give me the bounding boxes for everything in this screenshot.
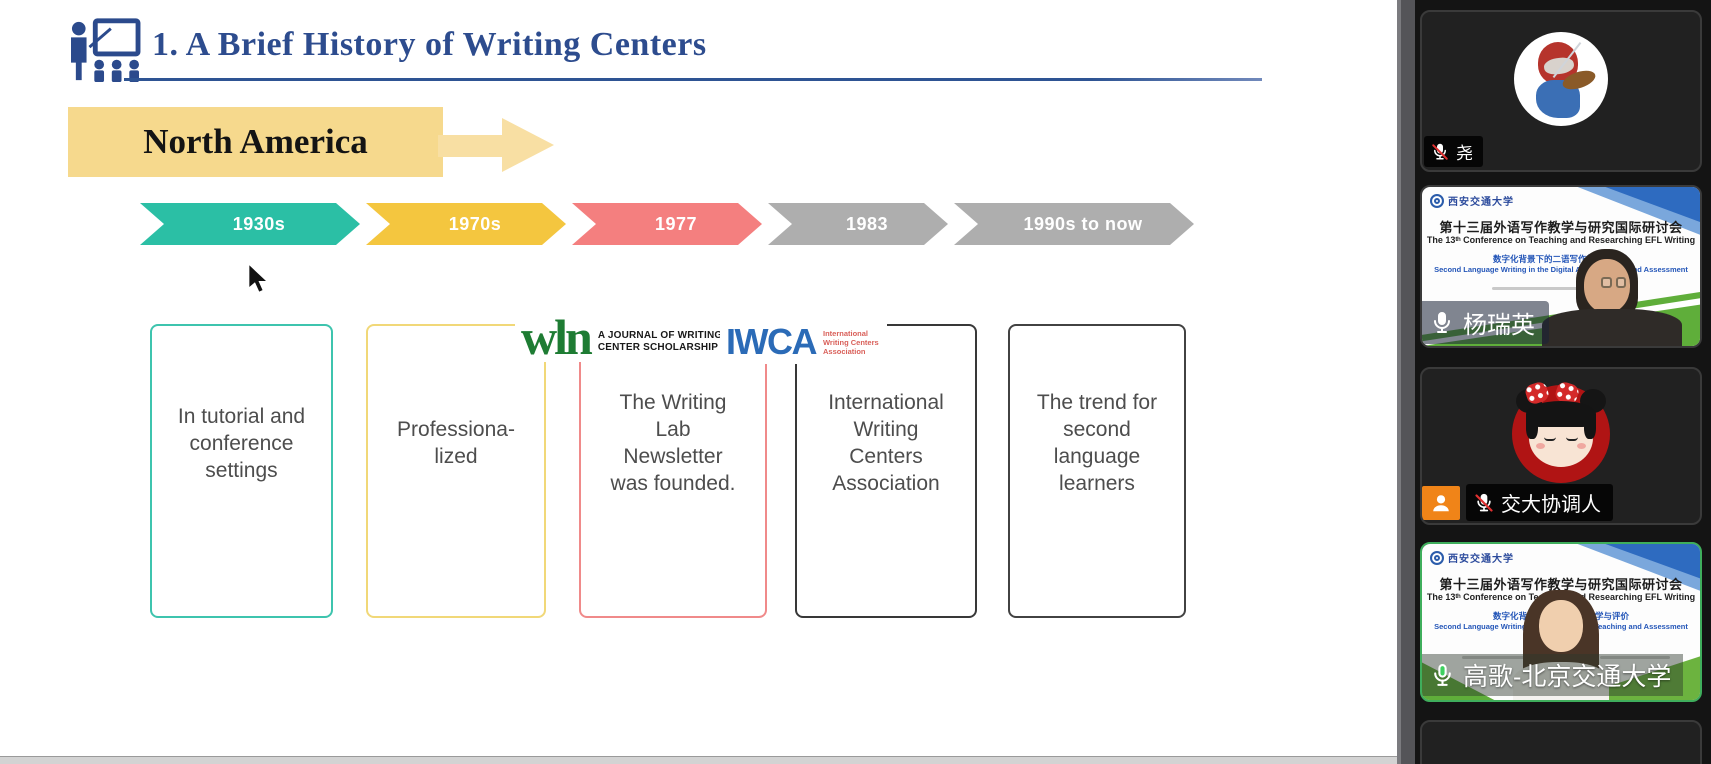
- iwca-caption-line: Writing Centers: [822, 337, 879, 347]
- box-text-line: was founded.: [610, 472, 736, 495]
- participant-name-label: 高歌-北京交通大学: [1422, 654, 1684, 696]
- participant-name: 交大协调人: [1501, 494, 1601, 516]
- mouse-cursor: [248, 264, 269, 294]
- conference-slide-thumbnail: 西安交通大学 第十三届外语写作教学与研究国际研讨会 The 13ᵗʰ Confe…: [1422, 544, 1700, 700]
- box-text-line: second: [1063, 418, 1131, 441]
- university-name: 西安交通大学: [1448, 197, 1514, 208]
- timeline-box-1990s: The trend for second language learners: [1008, 324, 1186, 618]
- timeline-box-1970s: Professiona-lized: [366, 324, 546, 618]
- presenter-board-icon: [71, 18, 141, 83]
- window-bottom-edge: [0, 756, 1397, 764]
- mic-speaking-icon: [1434, 663, 1451, 686]
- chevron-label: 1930s: [232, 213, 286, 234]
- wln-wordmark: wln: [521, 309, 593, 365]
- box-text-line: language: [1053, 445, 1141, 468]
- participant-tile[interactable]: 交大协调人: [1420, 367, 1702, 525]
- conference-theme-cn: 数字化背景下的二语写作教学与评价: [1492, 254, 1629, 264]
- participants-sidebar[interactable]: 尧 西安交通大学 第十三届外语写作教学与研究国际研讨会 The 13ᵗʰ Con…: [1415, 0, 1711, 764]
- timeline-chevron-1990s: 1990s to now: [954, 203, 1194, 245]
- banner-arrow-icon: [438, 118, 554, 172]
- participant-tile[interactable]: [1420, 720, 1702, 764]
- box-text-line: International: [828, 391, 944, 414]
- timeline-chevron-1970s: 1970s: [366, 203, 566, 245]
- participant-name: 尧: [1456, 144, 1473, 163]
- webcam-person: [1501, 590, 1621, 700]
- mic-muted-icon: [1475, 493, 1493, 512]
- region-banner: North America: [68, 107, 443, 177]
- university-name: 西安交通大学: [1448, 554, 1514, 565]
- participant-name-label: 杨瑞英: [1422, 301, 1549, 344]
- chevron-label: 1983: [845, 213, 889, 234]
- wln-caption-line: A JOURNAL OF WRITING: [597, 330, 723, 341]
- box-text-line: lized: [434, 445, 478, 468]
- title-underline: [124, 78, 1262, 81]
- box-text-line: learners: [1059, 472, 1135, 495]
- box-text-line: Lab: [655, 418, 691, 441]
- timeline-chevron-1983: 1983: [768, 203, 948, 245]
- conference-title-cn: 第十三届外语写作教学与研究国际研讨会: [1439, 577, 1683, 592]
- timeline-chevron-1930s: 1930s: [140, 203, 360, 245]
- timeline-box-1930s: In tutorial and conference settings: [150, 324, 333, 618]
- webcam-person: [1524, 249, 1694, 346]
- iwca-caption-line: International: [822, 328, 868, 338]
- mic-on-icon: [1434, 311, 1450, 333]
- participant-name-label: 交大协调人: [1466, 484, 1613, 521]
- wln-caption-line: CENTER SCHOLARSHIP: [597, 341, 719, 353]
- box-text-line: Professiona-: [397, 418, 515, 441]
- conference-title-cn: 第十三届外语写作教学与研究国际研讨会: [1439, 220, 1683, 235]
- university-seal-icon: [1430, 550, 1444, 565]
- conference-title-en: The 13ᵗʰ Conference on Teaching and Rese…: [1426, 235, 1696, 245]
- box-text-line: The Writing: [619, 391, 727, 414]
- slide-title: 1. A Brief History of Writing Centers: [152, 26, 707, 63]
- chevron-label: 1990s to now: [1023, 213, 1143, 234]
- participant-tile[interactable]: 西安交通大学 第十三届外语写作教学与研究国际研讨会 The 13ᵗʰ Confe…: [1420, 185, 1702, 348]
- region-banner-label: North America: [143, 122, 368, 161]
- box-text-line: The trend for: [1036, 391, 1158, 414]
- participant-name: 高歌-北京交通大学: [1463, 663, 1672, 691]
- box-text-line: settings: [205, 458, 278, 482]
- box-text-line: Centers: [849, 445, 923, 468]
- university-logo: 西安交通大学: [1430, 193, 1514, 208]
- iwca-wordmark: IWCA: [726, 321, 817, 362]
- participant-avatar: [1514, 32, 1608, 126]
- screen-share-slide: 1. A Brief History of Writing Centers No…: [0, 18, 1397, 764]
- box-text-line: In tutorial and: [177, 404, 306, 428]
- chevron-label: 1970s: [448, 213, 502, 234]
- participant-name-label: 尧: [1424, 136, 1483, 167]
- iwca-caption-line: Association: [822, 346, 866, 356]
- wln-journal-logo: wln A JOURNAL OF WRITING CENTER SCHOLARS…: [515, 309, 731, 365]
- screen-share-badge-icon: [1422, 485, 1460, 520]
- box-text-line: Newsletter: [623, 445, 723, 468]
- participant-avatar: [1512, 380, 1610, 483]
- participant-name: 杨瑞英: [1463, 312, 1535, 339]
- participant-tile-active-speaker[interactable]: 西安交通大学 第十三届外语写作教学与研究国际研讨会 The 13ᵗʰ Confe…: [1420, 542, 1702, 702]
- timeline-chevron-1977: 1977: [572, 203, 762, 245]
- sidebar-divider: [1397, 0, 1415, 764]
- mic-muted-icon: [1432, 143, 1448, 160]
- iwca-logo: IWCA International Writing Centers Assoc…: [720, 322, 887, 364]
- conference-theme-en: Second Language Writing in the Digital A…: [1434, 265, 1688, 274]
- box-text-line: Writing: [853, 418, 919, 441]
- box-text-line: conference: [189, 431, 294, 455]
- chevron-label: 1977: [654, 213, 698, 234]
- box-text-line: Association: [832, 472, 940, 495]
- participant-tile[interactable]: 尧: [1420, 10, 1702, 172]
- university-logo: 西安交通大学: [1430, 550, 1514, 565]
- university-seal-icon: [1430, 193, 1444, 208]
